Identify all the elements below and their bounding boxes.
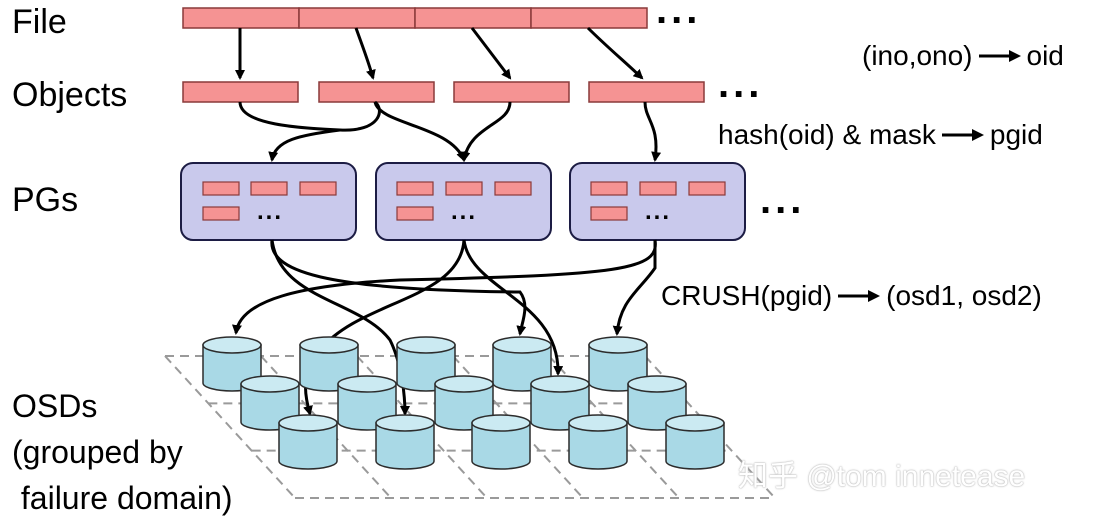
osd-disk	[337, 375, 397, 431]
file-ellipsis: ...	[656, 0, 702, 32]
pg-box	[375, 162, 552, 241]
pg-box	[180, 162, 357, 241]
osd-disks	[202, 336, 725, 470]
object-block	[182, 81, 299, 103]
pg-object	[639, 181, 677, 196]
formula-pgid: hash(oid) & mask pgid	[718, 121, 1043, 149]
osd-disk	[471, 414, 531, 470]
object-to-pg-arrows	[238, 100, 662, 162]
formula-pgid-rhs: pgid	[989, 119, 1043, 150]
pg-ellipsis: ...	[451, 198, 477, 225]
file-chunk	[530, 7, 648, 29]
arrow	[268, 128, 341, 162]
formula-oid: (ino,ono) oid	[862, 42, 1064, 70]
pg-object	[494, 181, 532, 196]
pg-object	[445, 181, 483, 196]
arrow	[232, 239, 657, 335]
arrow	[460, 101, 512, 162]
pg-ellipsis: ...	[645, 198, 671, 225]
formula-pgid-lhs: hash(oid) & mask	[718, 119, 936, 150]
formula-crush: CRUSH(pgid) (osd1, osd2)	[661, 282, 1042, 310]
pg-ellipsis: ...	[257, 198, 283, 225]
pg-object	[396, 181, 434, 196]
arrow	[470, 27, 512, 80]
formula-oid-rhs: oid	[1026, 40, 1064, 71]
arrow	[270, 239, 527, 336]
pg-box	[569, 162, 746, 241]
formula-crush-lhs: CRUSH(pgid)	[661, 280, 833, 311]
object-block	[588, 81, 705, 103]
formula-crush-rhs: (osd1, osd2)	[886, 280, 1042, 311]
label-objects: Objects	[12, 76, 128, 114]
file-bar	[182, 7, 648, 29]
pg-object	[202, 181, 240, 196]
objects-row	[182, 81, 705, 103]
osd-disk	[568, 414, 628, 470]
pg-object	[590, 181, 628, 196]
pg-object	[250, 181, 288, 196]
grid-line	[164, 355, 296, 499]
label-pgs: PGs	[12, 181, 79, 219]
osd-disk	[375, 414, 435, 470]
arrow	[238, 100, 381, 132]
objects-ellipsis: ...	[718, 62, 764, 106]
file-chunk	[298, 7, 416, 29]
pgs-ellipsis: ...	[760, 178, 806, 222]
pg-object	[202, 206, 240, 221]
pg-object	[688, 181, 726, 196]
arrow	[373, 101, 466, 162]
pg-object	[590, 206, 628, 221]
arrow	[462, 239, 564, 376]
formula-oid-lhs: (ino,ono)	[862, 40, 973, 71]
file-chunk	[414, 7, 532, 29]
object-block	[453, 81, 570, 103]
arrow	[612, 240, 657, 336]
pg-object	[396, 206, 434, 221]
osd-disk	[278, 414, 338, 470]
file-chunk	[182, 7, 300, 29]
arrow	[586, 26, 644, 80]
arrow	[303, 239, 466, 416]
arrow	[354, 27, 376, 80]
pg-object	[299, 181, 337, 196]
osd-disk	[665, 414, 725, 470]
file-to-object-arrows	[235, 26, 644, 80]
right-arrow-icon	[978, 50, 1021, 62]
right-arrow-icon	[941, 129, 984, 141]
right-arrow-icon	[838, 290, 881, 302]
label-osds: OSDs (grouped by failure domain)	[12, 388, 233, 516]
watermark: 知乎 @tom innetease	[738, 460, 1026, 493]
label-file: File	[12, 3, 67, 41]
object-block	[318, 81, 435, 103]
arrow	[643, 101, 662, 162]
